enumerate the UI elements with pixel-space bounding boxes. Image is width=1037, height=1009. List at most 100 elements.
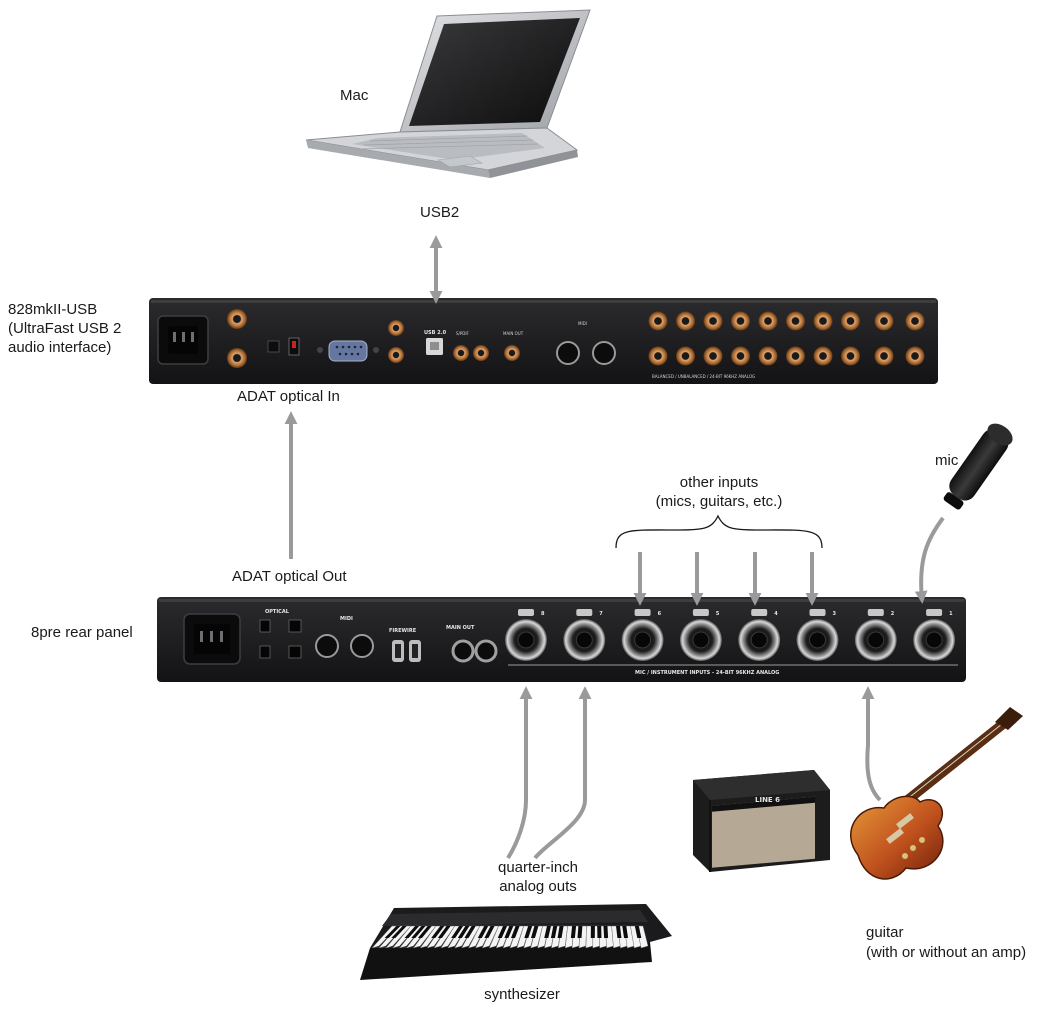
interface-jack — [648, 311, 668, 331]
combo-input-number: 5 — [716, 611, 720, 617]
synth-white-key — [412, 925, 437, 949]
rear-optical-text: OPTICAL — [265, 609, 290, 615]
interface-jack — [758, 311, 778, 331]
synth-cable-arrow-2 — [533, 686, 592, 860]
connection-arrows — [284, 235, 945, 860]
combo-input-socket — [809, 631, 826, 649]
laptop-illustration — [305, 9, 591, 178]
synth-keys — [371, 925, 649, 949]
synth-white-key — [481, 925, 500, 949]
synth-black-key — [391, 926, 407, 938]
interface-jack — [874, 346, 894, 366]
rear-midi-text: MIDI — [340, 616, 353, 622]
synth-black-key — [477, 926, 489, 938]
synth-black-key — [544, 926, 551, 938]
other-inputs-label-line2: (mics, guitars, etc.) — [655, 493, 783, 510]
synth-cable-arrow-1 — [506, 686, 533, 860]
synthesizer-label: synthesizer — [484, 986, 560, 1003]
synth-black-key — [597, 926, 602, 938]
combo-input-latch — [576, 609, 593, 616]
combo-input-number: 8 — [541, 611, 545, 617]
usb2-label: USB2 — [420, 204, 460, 221]
synth-black-key — [484, 926, 495, 938]
synth-black-key — [530, 926, 539, 938]
synth-black-key — [431, 926, 445, 938]
synth-black-key — [590, 926, 595, 938]
interface-jack — [648, 346, 668, 366]
interface-jack — [731, 346, 750, 366]
combo-input-number: 3 — [833, 611, 837, 617]
other-inputs-label-line1: other inputs — [679, 474, 759, 491]
interface-jack — [813, 346, 833, 366]
interface-analog-jacks — [648, 311, 925, 366]
synth-white-key — [433, 925, 456, 949]
synth-black-key — [524, 926, 533, 938]
interface-label-line2: (UltraFast USB 2 — [8, 320, 122, 337]
synth-white-key — [530, 925, 543, 949]
synth-black-key — [570, 926, 577, 938]
guitar-label-line1: guitar — [866, 924, 904, 941]
synth-black-key — [457, 926, 470, 938]
combo-input-socket — [634, 631, 652, 649]
combo-input-latch — [634, 609, 651, 616]
microphone-illustration — [943, 423, 1013, 510]
mic-label: mic — [935, 452, 959, 469]
synth-black-key — [557, 926, 564, 938]
other-inputs-bracket — [615, 514, 823, 549]
combo-input-socket — [750, 631, 768, 649]
interface-jack — [676, 311, 695, 331]
synth-black-key — [497, 926, 508, 938]
combo-input-socket — [575, 631, 593, 649]
interface-jack — [786, 346, 805, 366]
synth-black-key — [451, 926, 464, 938]
rear-main-out-text: MAIN OUT — [446, 625, 475, 631]
combo-input-latch — [809, 609, 826, 616]
synth-black-key — [550, 926, 558, 938]
synth-black-key — [511, 926, 520, 938]
interface-jack — [813, 311, 833, 331]
adat-out-label: ADAT optical Out — [232, 568, 347, 585]
combo-input-latch — [867, 609, 884, 616]
synthesizer-illustration — [360, 904, 672, 980]
interface-midi-text: MIDI — [578, 321, 587, 326]
synth-black-key — [634, 926, 642, 938]
mac-label: Mac — [340, 87, 369, 104]
combo-input-number: 2 — [891, 611, 895, 617]
rear-inputs-text: MIC / INSTRUMENT INPUTS - 24-BIT 96KHZ A… — [635, 670, 779, 676]
rear-firewire-text: FIREWIRE — [389, 628, 417, 634]
interface-jack — [731, 311, 750, 331]
synth-black-key — [622, 926, 629, 938]
interface-label-line3: audio interface) — [8, 339, 112, 356]
synth-black-key — [437, 926, 451, 938]
interface-jack — [703, 346, 723, 366]
interface-jack — [905, 346, 925, 366]
combo-input-latch — [518, 609, 534, 616]
rear-panel-label: 8pre rear panel — [31, 624, 133, 641]
synth-black-key — [417, 926, 432, 938]
guitar-cable-arrow — [861, 686, 882, 802]
interface-spdif-text: S/PDIF — [456, 331, 470, 336]
interface-jack — [841, 311, 860, 331]
interface-jack — [758, 346, 778, 366]
mic-cable-arrow — [914, 516, 945, 604]
quarter-inch-label-line2: analog outs — [499, 878, 577, 895]
adat-in-label: ADAT optical In — [237, 388, 340, 405]
synth-black-key — [411, 926, 426, 938]
combo-input-latch — [692, 609, 709, 616]
synth-white-key — [461, 925, 481, 949]
combo-input-socket — [517, 631, 535, 649]
audio-interface-828mkii: USB 2.0 S/PDIF MAIN OUT MIDI BALANCED / … — [149, 298, 938, 384]
synth-black-key — [464, 926, 476, 938]
synth-black-key — [504, 926, 514, 938]
interface-jack — [841, 346, 860, 366]
combo-input-latch — [926, 609, 943, 616]
synth-black-key — [616, 926, 622, 938]
combo-input-socket — [925, 631, 943, 649]
quarter-inch-label-line1: quarter-inch — [497, 859, 579, 876]
interface-usb-text: USB 2.0 — [424, 330, 447, 336]
interface-jack — [676, 346, 695, 366]
combo-input-socket — [692, 631, 710, 649]
